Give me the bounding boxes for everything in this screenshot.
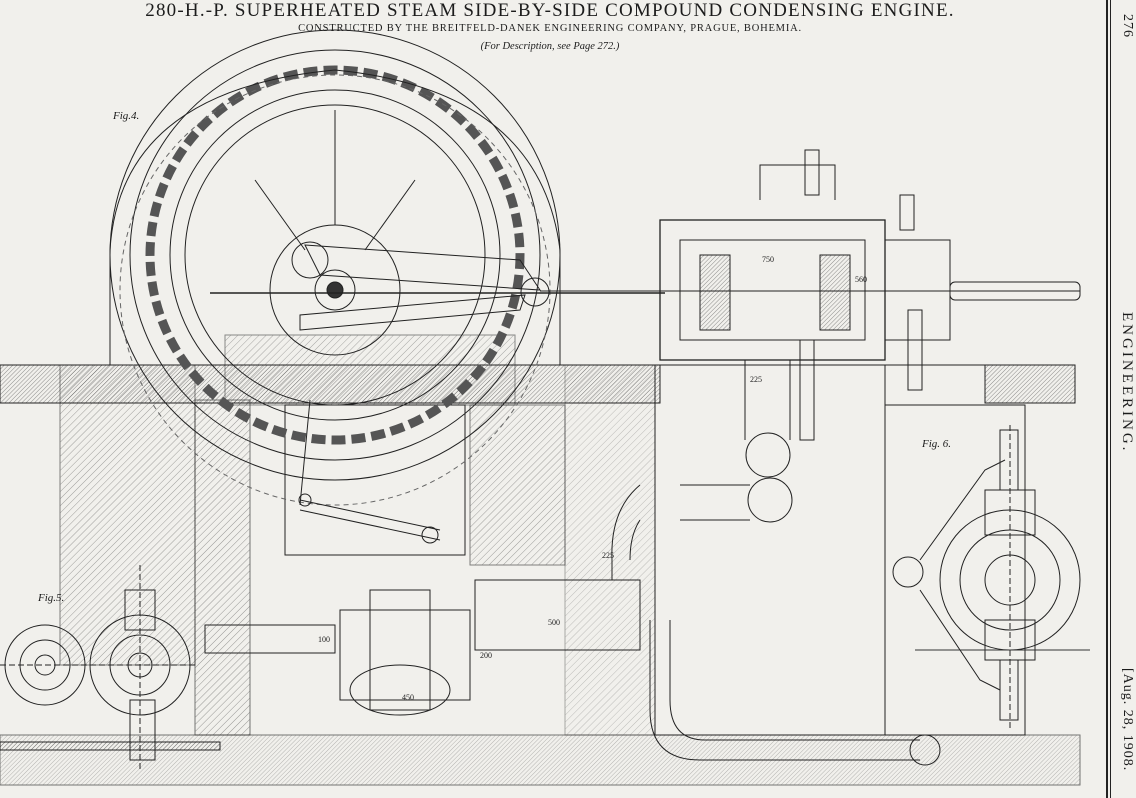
fig6-section xyxy=(892,425,1090,730)
fig5-section xyxy=(0,565,221,770)
description-reference: (For Description, see Page 272.) xyxy=(480,41,620,52)
foundation-blocks xyxy=(0,334,1081,786)
air-pump xyxy=(204,579,941,766)
dim-100: 100 xyxy=(318,635,330,644)
dim-225-upper: 225 xyxy=(750,375,762,384)
flywheel xyxy=(109,29,561,481)
dim-450: 450 xyxy=(402,693,414,702)
journal-name: ENGINEERING. xyxy=(1119,312,1135,454)
issue-date: [Aug. 28, 1908. xyxy=(1120,668,1135,772)
dim-560: 560 xyxy=(855,275,867,284)
lever-arm xyxy=(298,399,441,544)
dim-225-lower: 225 xyxy=(602,551,614,560)
connecting-rod xyxy=(210,241,665,331)
fig4-label: Fig.4. xyxy=(113,110,140,122)
fig6-label: Fig. 6. xyxy=(922,438,952,450)
margin-rule-thin xyxy=(1110,0,1111,798)
page-subtitle: CONSTRUCTED BY THE BREITFELD-DANEK ENGIN… xyxy=(298,23,802,34)
dim-750: 750 xyxy=(762,255,774,264)
page-title: 280-H.-P. SUPERHEATED STEAM SIDE-BY-SIDE… xyxy=(145,0,955,21)
steam-cylinder xyxy=(540,149,1081,441)
dim-500: 500 xyxy=(548,618,560,627)
margin-rule xyxy=(1106,0,1108,798)
fig5-label: Fig.5. xyxy=(38,592,65,604)
base-circle-dashed xyxy=(119,74,551,506)
dim-200: 200 xyxy=(480,651,492,660)
page-number: 276 xyxy=(1120,14,1135,38)
engine-drawing: 750 560 225 225 500 450 200 100 xyxy=(0,29,1090,786)
exhaust-pipe xyxy=(611,360,793,580)
